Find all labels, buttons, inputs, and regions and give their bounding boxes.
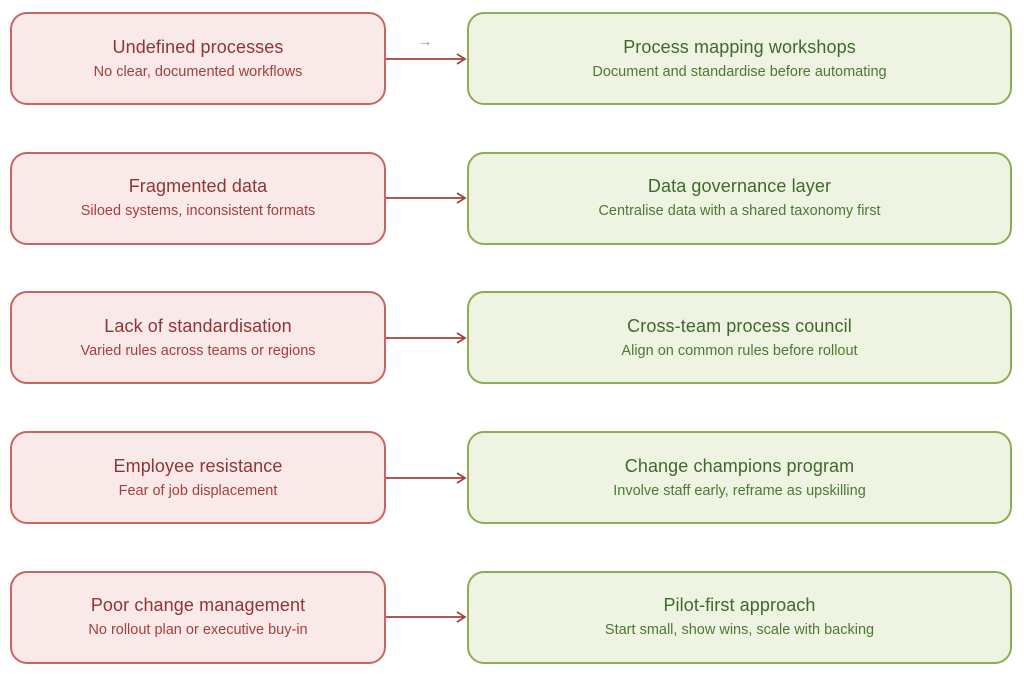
- problem-subtitle: No rollout plan or executive buy-in: [88, 622, 308, 639]
- cursor-arrow-glyph: →: [418, 33, 432, 49]
- problem-box: Poor change management No rollout plan o…: [10, 570, 386, 664]
- problem-subtitle: No clear, documented workflows: [93, 63, 303, 80]
- solution-title: Change champions program: [624, 455, 855, 476]
- solution-subtitle: Align on common rules before rollout: [621, 342, 858, 359]
- right-arrow-icon: [386, 192, 467, 204]
- mapping-row: Undefined processes No clear, documented…: [10, 12, 1012, 105]
- problem-title: Undefined processes: [112, 36, 284, 57]
- solution-title: Pilot-first approach: [663, 595, 816, 616]
- right-arrow-icon: [386, 471, 467, 484]
- solution-subtitle: Document and standardise before automati…: [592, 63, 887, 80]
- mapping-row: Lack of standardisation Varied rules acr…: [10, 291, 1012, 385]
- solution-box: Pilot-first approach Start small, show w…: [467, 570, 1012, 664]
- arrow-connector: [386, 291, 467, 384]
- problem-box: Undefined processes No clear, documented…: [10, 12, 386, 105]
- problem-box: Employee resistance Fear of job displace…: [10, 431, 386, 525]
- solution-subtitle: Start small, show wins, scale with backi…: [604, 622, 875, 639]
- problem-box: Lack of standardisation Varied rules acr…: [10, 291, 386, 385]
- right-arrow-icon: [386, 332, 467, 344]
- arrow-connector: [386, 571, 467, 664]
- solution-box: Data governance layer Centralise data wi…: [467, 151, 1012, 245]
- mapping-row: Fragmented data Siloed systems, inconsis…: [10, 151, 1012, 245]
- problem-title: Fragmented data: [128, 176, 268, 197]
- problem-title: Lack of standardisation: [104, 315, 292, 336]
- problem-subtitle: Fear of job displacement: [118, 482, 278, 499]
- problem-title: Poor change management: [90, 595, 306, 616]
- arrow-connector: [386, 431, 467, 524]
- right-arrow-icon: [386, 52, 467, 65]
- solution-box: Cross-team process council Align on comm…: [467, 291, 1012, 385]
- solution-subtitle: Centralise data with a shared taxonomy f…: [598, 203, 881, 220]
- solution-title: Process mapping workshops: [623, 36, 856, 57]
- problem-subtitle: Siloed systems, inconsistent formats: [80, 203, 316, 220]
- solution-box: Process mapping workshops Document and s…: [467, 12, 1012, 105]
- mapping-row: Employee resistance Fear of job displace…: [10, 431, 1012, 525]
- solution-title: Data governance layer: [647, 176, 832, 197]
- problem-subtitle: Varied rules across teams or regions: [80, 342, 316, 359]
- solution-subtitle: Involve staff early, reframe as upskilli…: [613, 482, 866, 499]
- problem-box: Fragmented data Siloed systems, inconsis…: [10, 151, 386, 245]
- mapping-row: Poor change management No rollout plan o…: [10, 570, 1012, 664]
- solution-title: Cross-team process council: [627, 315, 852, 336]
- arrow-connector: [386, 152, 467, 245]
- right-arrow-icon: [386, 611, 467, 623]
- solution-box: Change champions program Involve staff e…: [467, 431, 1012, 525]
- problem-title: Employee resistance: [113, 455, 283, 476]
- arrow-connector: →: [386, 12, 467, 105]
